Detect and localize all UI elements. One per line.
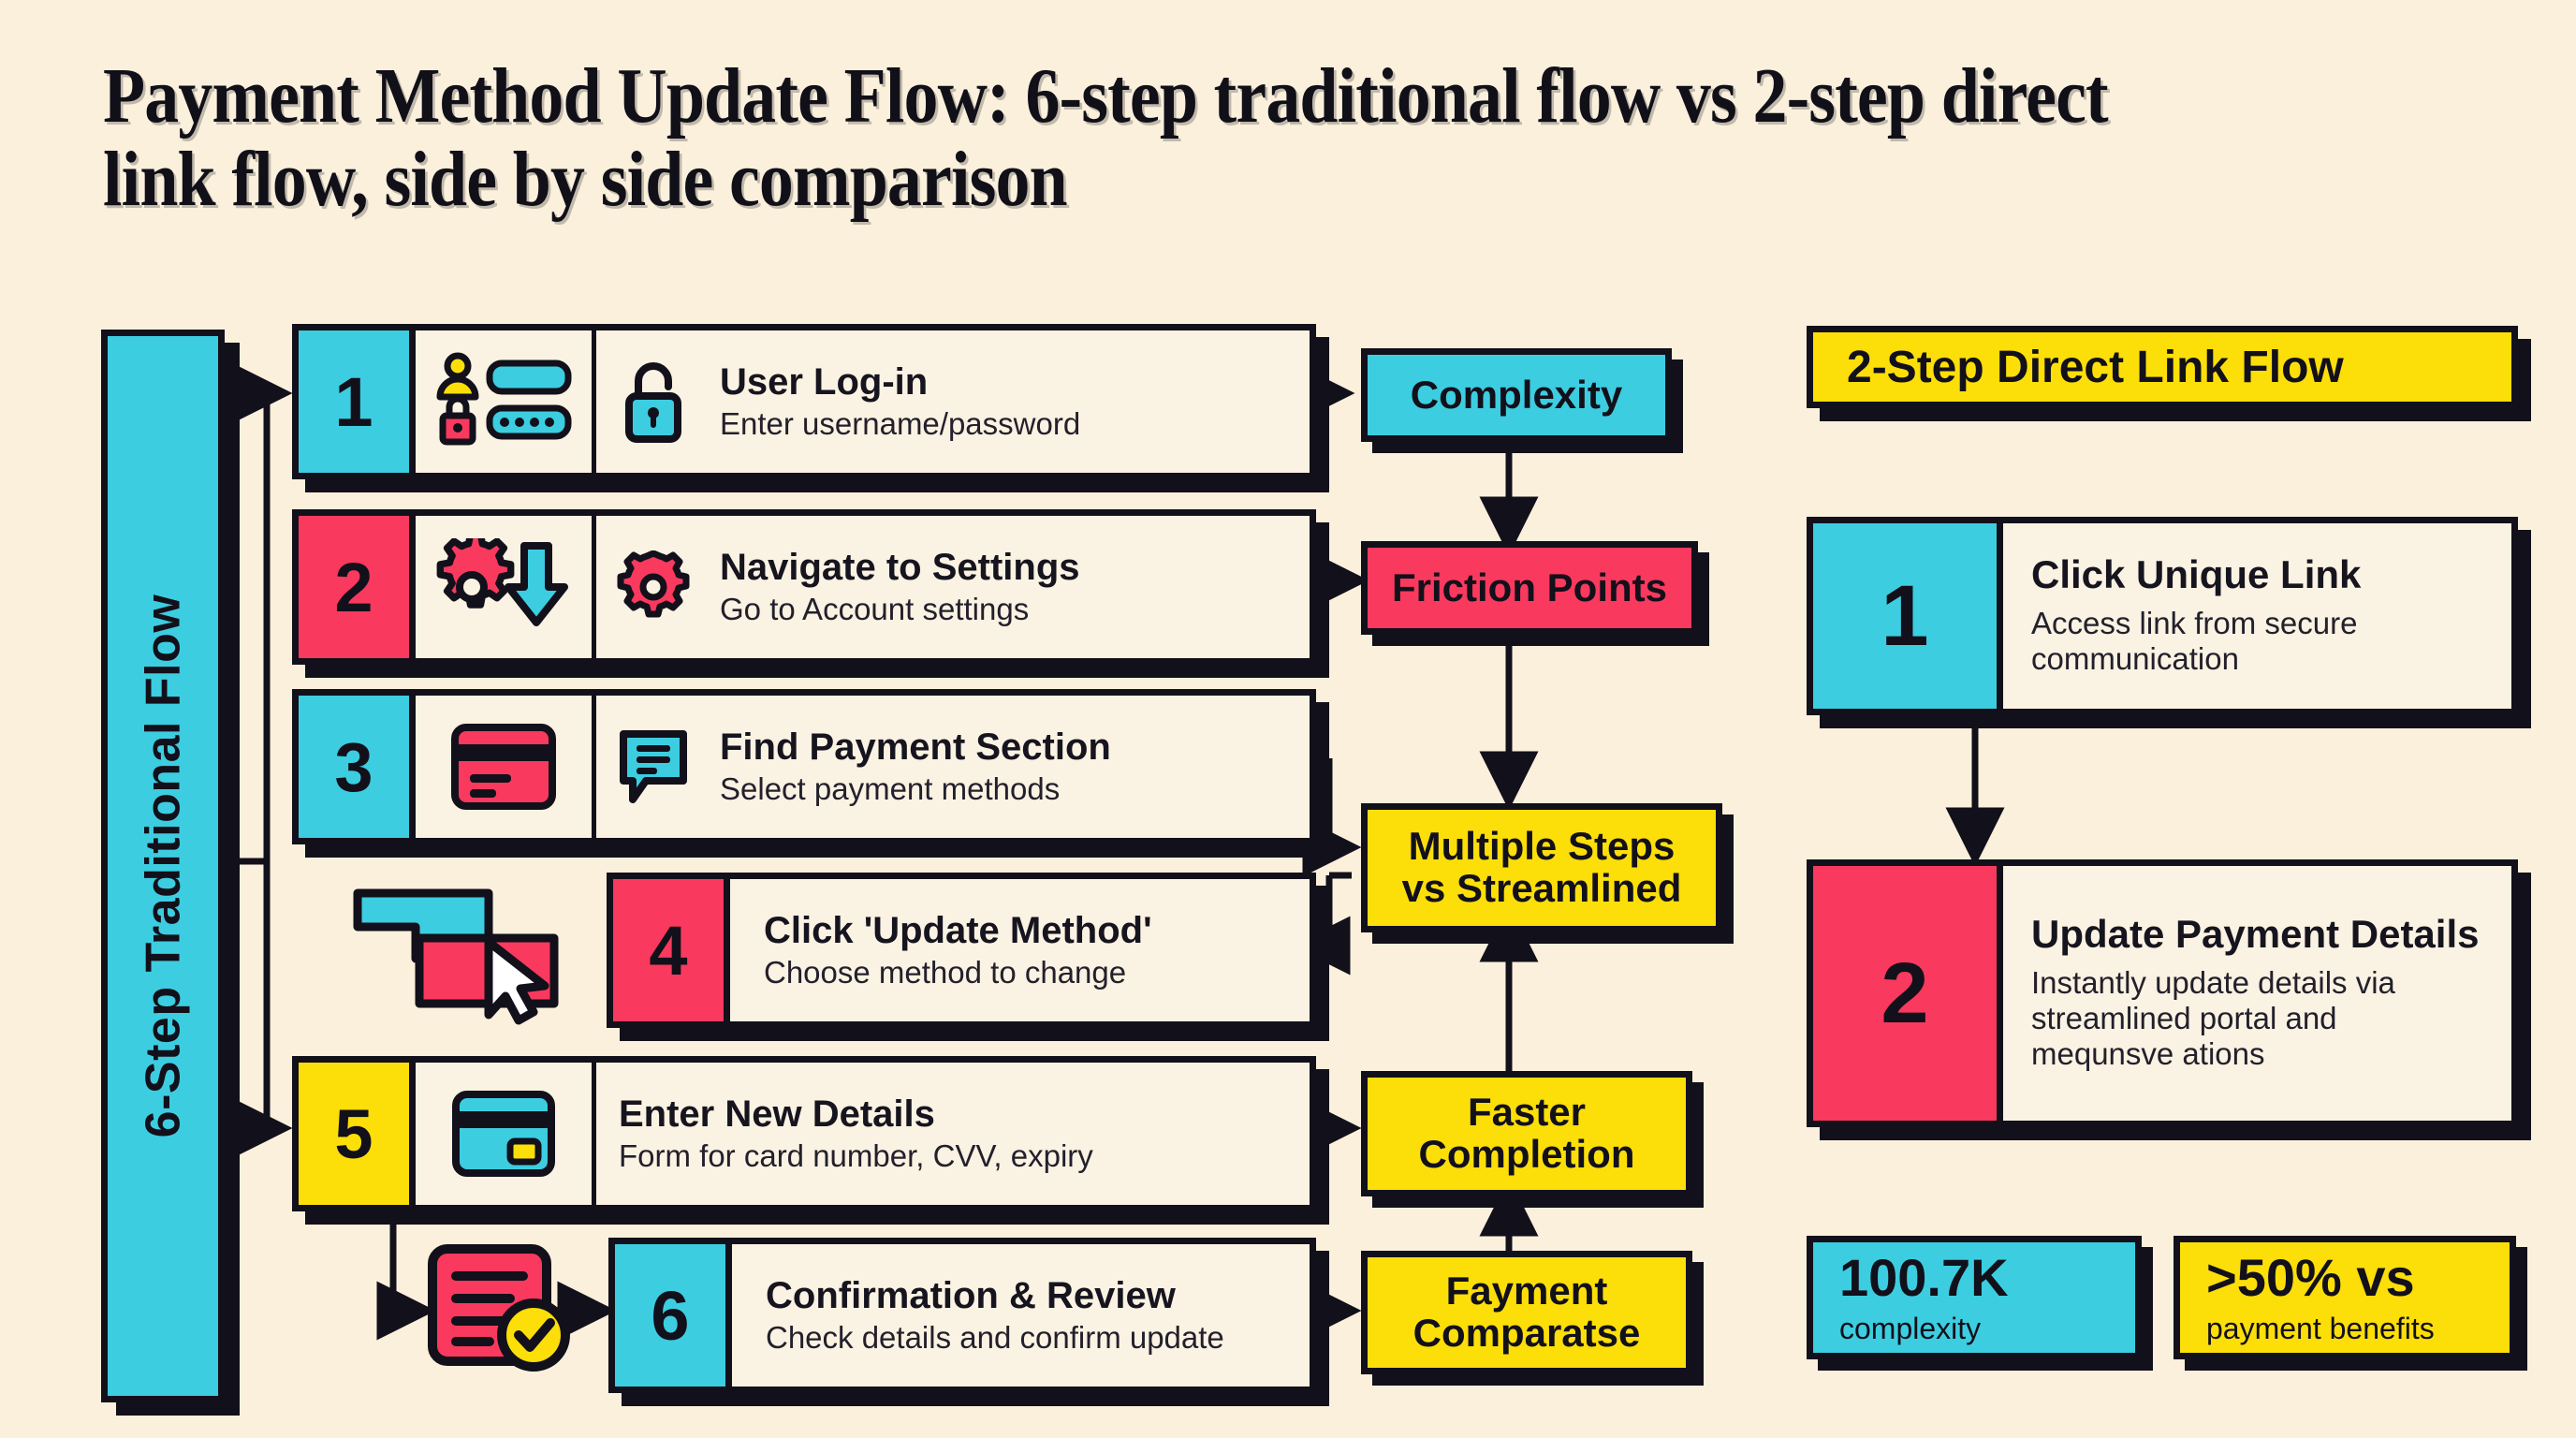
page-title: Payment Method Update Flow: 6-step tradi… xyxy=(103,52,2109,224)
step-number-4: 4 xyxy=(613,879,730,1021)
step-subtitle-1: Enter username/password xyxy=(720,405,1081,441)
callout-faster-completion-label: Faster Completion xyxy=(1418,1090,1635,1176)
gear-icon xyxy=(613,516,694,658)
callout-faster-completion[interactable]: Faster Completion xyxy=(1361,1071,1692,1196)
step-row-6[interactable]: 6 Confirmation & Review Check details an… xyxy=(608,1238,1316,1393)
stat-value-complexity: 100.7K xyxy=(1839,1248,2009,1307)
step-number-5: 5 xyxy=(299,1063,416,1205)
right-step-title-1: Click Unique Link xyxy=(2031,552,2362,597)
right-step-subtitle-1: Access link from secure communication xyxy=(2031,605,2358,677)
right-step-number-2: 2 xyxy=(1813,866,2003,1121)
step-number-1: 1 xyxy=(299,330,416,473)
callout-multiple-steps-label: Multiple Steps vs Streamlined xyxy=(1401,824,1682,910)
credit-card-icon xyxy=(416,696,596,838)
step-number-3: 3 xyxy=(299,696,416,838)
payment-card-icon xyxy=(416,1063,596,1205)
stat-card-payment-benefits[interactable]: >50% vs payment benefits xyxy=(2174,1236,2516,1359)
step-title-5: Enter New Details xyxy=(619,1093,935,1135)
document-check-icon xyxy=(423,1238,592,1392)
gear-download-icon xyxy=(416,516,596,658)
right-flow-header-label: 2-Step Direct Link Flow xyxy=(1847,342,2344,392)
callout-payment-compare[interactable]: Fayment Comparatse xyxy=(1361,1251,1692,1374)
right-step-row-1[interactable]: 1 Click Unique Link Access link from sec… xyxy=(1807,517,2518,715)
step-subtitle-2: Go to Account settings xyxy=(720,591,1030,626)
callout-payment-compare-label: Fayment Comparatse xyxy=(1412,1269,1641,1355)
step-number-2: 2 xyxy=(299,516,416,658)
callout-friction-points-label: Friction Points xyxy=(1392,565,1667,609)
unlock-padlock-icon xyxy=(613,330,694,473)
speech-bubble-list-icon xyxy=(613,696,694,838)
right-step-row-2[interactable]: 2 Update Payment Details Instantly updat… xyxy=(1807,859,2518,1127)
right-step-title-2: Update Payment Details xyxy=(2031,912,2480,957)
right-flow-header: 2-Step Direct Link Flow xyxy=(1807,326,2518,408)
step-title-6: Confirmation & Review xyxy=(766,1274,1176,1316)
step-title-4: Click 'Update Method' xyxy=(764,909,1152,951)
callout-multiple-steps[interactable]: Multiple Steps vs Streamlined xyxy=(1361,803,1722,932)
step-row-4[interactable]: 4 Click 'Update Method' Choose method to… xyxy=(607,873,1316,1028)
step-title-3: Find Payment Section xyxy=(720,726,1111,768)
callout-complexity[interactable]: Complexity xyxy=(1361,348,1672,442)
stat-card-complexity[interactable]: 100.7K complexity xyxy=(1807,1236,2142,1359)
stat-label-payment-benefits: payment benefits xyxy=(2206,1312,2435,1345)
step-subtitle-4: Choose method to change xyxy=(764,954,1127,990)
left-flow-rail: 6-Step Traditional Flow xyxy=(101,330,225,1402)
right-step-number-1: 1 xyxy=(1813,523,2003,709)
step-title-2: Navigate to Settings xyxy=(720,546,1080,588)
step-title-1: User Log-in xyxy=(720,360,929,403)
step-subtitle-6: Check details and confirm update xyxy=(766,1319,1224,1355)
stat-label-complexity: complexity xyxy=(1839,1312,1982,1345)
step-subtitle-5: Form for card number, CVV, expiry xyxy=(619,1137,1093,1173)
step-row-2[interactable]: 2 Navigate to Settings Go to Account set… xyxy=(292,509,1316,665)
login-form-icon xyxy=(416,330,596,473)
step-row-5[interactable]: 5 Enter New Details Form for card number… xyxy=(292,1056,1316,1211)
step-subtitle-3: Select payment methods xyxy=(720,770,1061,806)
step-number-6: 6 xyxy=(615,1244,732,1387)
stat-value-payment-benefits: >50% vs xyxy=(2206,1248,2415,1307)
right-step-subtitle-2: Instantly update details via streamlined… xyxy=(2031,964,2395,1072)
left-flow-rail-label: 6-Step Traditional Flow xyxy=(136,594,190,1138)
callout-complexity-label: Complexity xyxy=(1410,372,1623,417)
callout-friction-points[interactable]: Friction Points xyxy=(1361,541,1698,635)
windows-cursor-click-icon xyxy=(348,880,573,1034)
step-row-3[interactable]: 3 Find Payment Section Select payment m xyxy=(292,689,1316,844)
step-row-1[interactable]: 1 xyxy=(292,324,1316,479)
